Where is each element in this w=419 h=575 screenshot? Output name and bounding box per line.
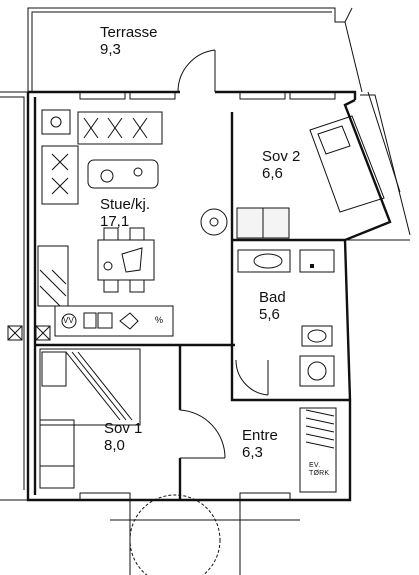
room-name: Sov 1 (104, 420, 143, 437)
living-furniture (37, 109, 228, 337)
room-label-living: Stue/kj. 17,1 (100, 196, 150, 230)
room-area: 6,3 (242, 444, 263, 461)
room-label-bedroom1: Sov 1 8,0 (104, 420, 142, 454)
room-name: Sov 2 (262, 148, 301, 165)
percent-label: % (155, 315, 164, 325)
bath-fixtures (235, 249, 335, 396)
room-name: Entre (242, 427, 278, 444)
windows (79, 91, 336, 501)
room-label-terrace: Terrasse 9,3 (100, 24, 158, 58)
entry-outside (110, 494, 300, 575)
room-area: 6,6 (262, 165, 283, 182)
room-label-bath: Bad 5,6 (259, 289, 286, 323)
terrace-outline (27, 7, 363, 93)
bedroom1-furniture (39, 348, 141, 489)
room-area: 9,3 (100, 41, 121, 58)
exterior-walls (26, 90, 411, 502)
room-area: 17,1 (100, 213, 130, 230)
dryer-label-line1: EV. (309, 462, 321, 469)
room-label-bedroom2: Sov 2 6,6 (262, 148, 300, 182)
dryer-label: EV. TØRK (309, 462, 329, 478)
entrance-fixtures (179, 407, 337, 493)
bedroom2-furniture (236, 115, 385, 239)
room-area: 8,0 (104, 437, 125, 454)
interior-walls (35, 112, 350, 500)
room-name: Stue/kj. (100, 196, 151, 213)
room-name: Bad (259, 289, 286, 306)
terrace-door (177, 49, 216, 93)
room-label-entrance: Entre 6,3 (242, 427, 278, 461)
dryer-label-line2: TØRK (309, 470, 330, 477)
left-strip (0, 91, 28, 501)
washer-label: VV (63, 316, 75, 325)
room-area: 5,6 (259, 306, 280, 323)
room-name: Terrasse (100, 24, 158, 41)
